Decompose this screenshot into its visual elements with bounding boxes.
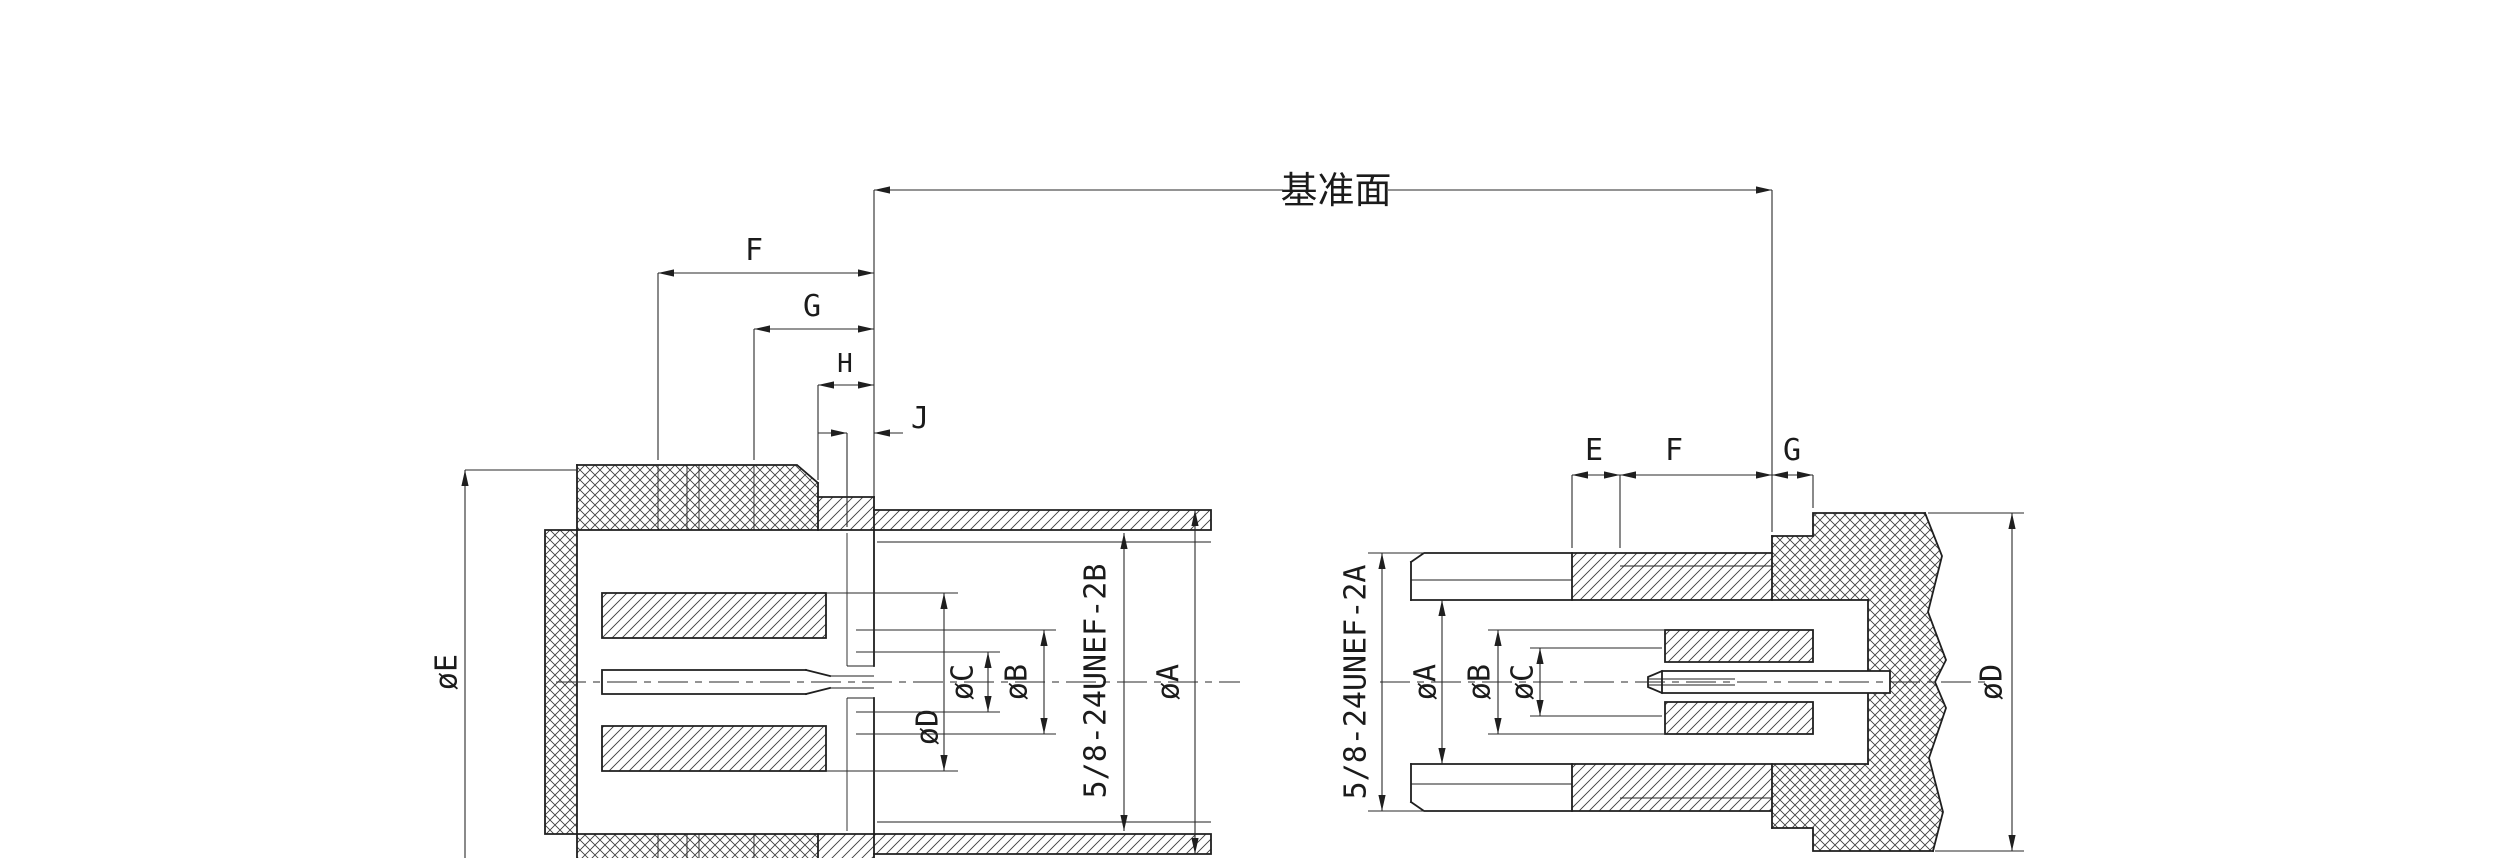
datum-dimension: 基准面 [873,169,1773,532]
dim-label-f-left: F [745,233,763,268]
dia-e-left: øE [430,469,577,858]
left-view: F G H J øE øD [430,233,1240,858]
diameter-label-c-left: øC [946,664,981,700]
dia-d-right: øD [1928,512,2024,852]
diameter-label-a-right: øA [1409,664,1444,700]
dia-b-left: øB [856,629,1056,735]
dim-e-right: E [1571,433,1621,548]
dia-d-left: øD [826,592,958,772]
diameter-label-e-left: øE [430,654,465,690]
dim-label-g-left: G [803,289,821,324]
dim-label-j-left: J [911,401,929,436]
dim-g-right: G [1772,433,1814,508]
dim-label-e-right: E [1585,433,1603,468]
dim-g-left: G [753,289,874,460]
thread-dim-right: 5/8-24UNEF-2A [1339,552,1424,812]
right-view: E F G 5/8-24UNEF-2A øA øB [1339,433,2024,853]
dim-h-left: H [817,349,874,480]
dia-a-right: øA [1409,600,1446,764]
dim-label-h-left: H [837,349,853,379]
left-center-pin [601,668,874,696]
thread-label-left: 5/8-24UNEF-2B [1079,564,1114,799]
dim-label-g-right: G [1783,433,1801,468]
left-hatching [545,465,1211,858]
diameter-label-b-right: øB [1463,664,1498,700]
diameter-label-a-left: øA [1152,664,1187,700]
thread-label-right: 5/8-24UNEF-2A [1339,565,1374,800]
diameter-label-d-right: øD [1975,664,2010,700]
dia-c-right: øC [1506,647,1662,717]
dim-f-left: F [657,233,874,460]
left-body-outline [544,464,1212,858]
dim-j-left: J [818,401,929,527]
dia-b-right: øB [1463,629,1665,735]
thread-dim-left: 5/8-24UNEF-2B [1079,533,1128,831]
dia-c-left: øC [856,651,1000,713]
datum-plane-label: 基准面 [1281,169,1392,212]
dia-a-left: øA [1152,510,1199,854]
dim-label-f-right: F [1665,433,1683,468]
diameter-label-c-right: øC [1506,664,1541,700]
diameter-label-b-left: øB [1000,664,1035,700]
diameter-label-d-left: øD [911,709,946,745]
dim-f-right: F [1620,433,1772,479]
